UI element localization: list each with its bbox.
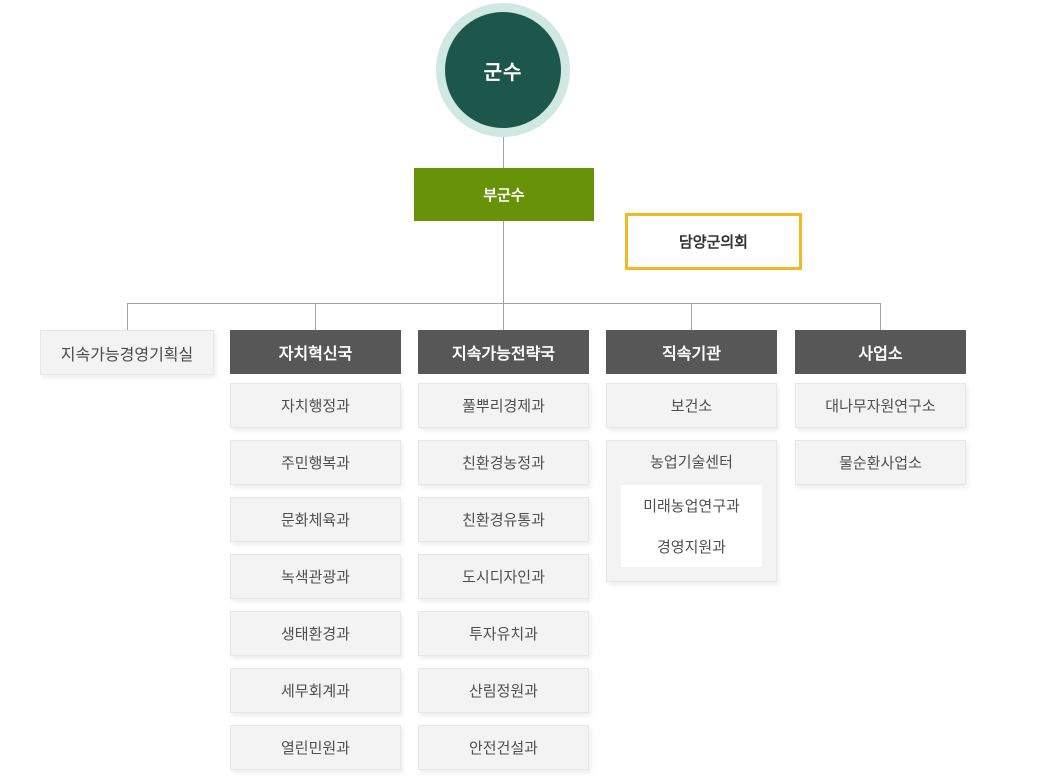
dept-box: 주민행복과 [230, 440, 401, 485]
dept-box: 문화체육과 [230, 497, 401, 542]
bureau-header: 자치혁신국 [230, 330, 401, 374]
dept-box: 친환경유통과 [418, 497, 589, 542]
connector-drop-bureau4 [880, 303, 881, 330]
bureau-header: 직속기관 [606, 330, 777, 374]
bureau-column-1: 자치혁신국 자치행정과 주민행복과 문화체육과 녹색관광과 생태환경과 세무회계… [230, 330, 401, 779]
bureau-header: 지속가능전략국 [418, 330, 589, 374]
dept-box: 물순환사업소 [795, 440, 966, 485]
connector-drop-office [127, 303, 128, 330]
dept-box: 도시디자인과 [418, 554, 589, 599]
bureau-column-4: 사업소 대나무자원연구소 물순환사업소 [795, 330, 966, 497]
dept-box: 친환경농정과 [418, 440, 589, 485]
dept-box: 풀뿌리경제과 [418, 383, 589, 428]
dept-box: 생태환경과 [230, 611, 401, 656]
dept-box: 보건소 [606, 383, 777, 428]
connector-drop-bureau1 [315, 303, 316, 330]
dept-box: 대나무자원연구소 [795, 383, 966, 428]
council-node: 담양군의회 [625, 213, 802, 270]
connector-drop-bureau3 [691, 303, 692, 330]
deputy-node: 부군수 [414, 168, 594, 221]
dept-box: 세무회계과 [230, 668, 401, 713]
dept-box: 산림정원과 [418, 668, 589, 713]
agency-group-children: 미래농업연구과 경영지원과 [621, 485, 762, 567]
agency-group: 농업기술센터 미래농업연구과 경영지원과 [606, 440, 777, 582]
connector-rail [127, 303, 881, 304]
connector-leader-deputy [503, 137, 504, 168]
leader-label: 군수 [445, 12, 561, 128]
bureau-column-2: 지속가능전략국 풀뿌리경제과 친환경농정과 친환경유통과 도시디자인과 투자유치… [418, 330, 589, 779]
bureau-header: 사업소 [795, 330, 966, 374]
dept-box: 자치행정과 [230, 383, 401, 428]
sub-dept-box: 미래농업연구과 [643, 498, 740, 515]
bureau-column-3: 직속기관 보건소 농업기술센터 미래농업연구과 경영지원과 [606, 330, 777, 594]
dept-box: 열린민원과 [230, 725, 401, 770]
dept-box: 안전건설과 [418, 725, 589, 770]
dept-box: 녹색관광과 [230, 554, 401, 599]
office-node: 지속가능경영기획실 [40, 330, 214, 375]
connector-drop-bureau2 [503, 303, 504, 330]
dept-box: 투자유치과 [418, 611, 589, 656]
agency-group-title: 농업기술센터 [650, 454, 733, 471]
sub-dept-box: 경영지원과 [656, 539, 726, 556]
connector-deputy-rail [503, 221, 504, 303]
leader-node: 군수 [436, 3, 570, 137]
